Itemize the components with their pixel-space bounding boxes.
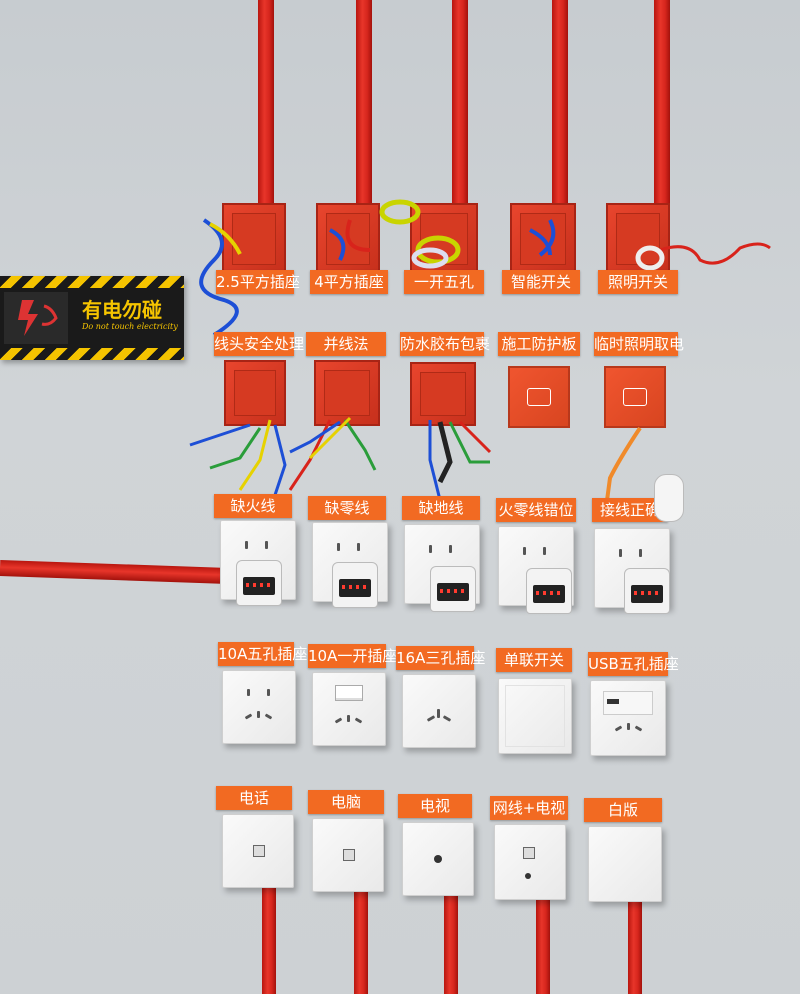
conduit-bottom-4 <box>536 895 550 994</box>
label-single-switch: 单联开关 <box>496 648 572 672</box>
socket-10a-five <box>222 670 296 744</box>
conduit-4 <box>552 0 568 205</box>
label-no-ground: 缺地线 <box>402 496 480 520</box>
conduit-2 <box>356 0 372 205</box>
label-no-live: 缺火线 <box>214 494 292 518</box>
blank-plate <box>588 826 662 902</box>
label-one-switch-five: 一开五孔 <box>404 270 484 294</box>
label-swapped: 火零线错位 <box>496 498 576 522</box>
socket-10a-switch <box>312 672 386 746</box>
label-4-socket: 4平方插座 <box>310 270 388 294</box>
junction-box-6 <box>224 360 286 426</box>
socket-16a-three <box>402 674 476 748</box>
label-no-neutral: 缺零线 <box>308 496 386 520</box>
protection-cover-1 <box>508 366 570 428</box>
conduit-1 <box>258 0 274 205</box>
label-10a-five: 10A五孔插座 <box>218 642 307 666</box>
electric-hazard-icon <box>4 292 68 344</box>
label-wire-end: 线头安全处理 <box>214 332 304 356</box>
label-25-socket: 2.5平方插座 <box>216 270 300 294</box>
socket-tester-1 <box>236 560 282 606</box>
label-network-tv: 网线+电视 <box>490 796 568 820</box>
phone-plate <box>222 814 294 888</box>
network-tv-plate <box>494 824 566 900</box>
label-16a-three: 16A三孔插座 <box>396 646 485 670</box>
conduit-bottom-2 <box>354 885 368 994</box>
label-tv: 电视 <box>398 794 472 818</box>
tv-plate <box>402 822 474 896</box>
label-phone: 电话 <box>216 786 292 810</box>
label-protection-board: 施工防护板 <box>498 332 580 356</box>
conduit-bottom-3 <box>444 892 458 994</box>
label-smart-switch: 智能开关 <box>502 270 580 294</box>
computer-plate <box>312 818 384 892</box>
warning-title: 有电勿碰 <box>82 298 162 322</box>
label-temp-lighting: 临时照明取电 <box>594 332 684 356</box>
socket-usb-five <box>590 680 666 756</box>
conduit-bottom-1 <box>262 885 276 994</box>
label-light-switch: 照明开关 <box>598 270 678 294</box>
conduit-5 <box>654 0 670 205</box>
junction-box-1 <box>222 203 286 275</box>
label-10a-switch: 10A一开插座 <box>308 644 397 668</box>
conduit-left <box>0 560 226 584</box>
label-waterproof-tape: 防水胶布包裹 <box>400 332 490 356</box>
single-switch-plate <box>498 678 572 754</box>
socket-tester-3 <box>430 566 476 612</box>
row1-wires <box>199 199 771 337</box>
inline-switch <box>654 474 684 522</box>
label-usb-five: USB五孔插座 <box>588 652 679 676</box>
junction-box-4 <box>510 203 576 275</box>
socket-tester-5 <box>624 568 670 614</box>
row2-wires <box>189 416 642 509</box>
socket-tester-4 <box>526 568 572 614</box>
label-computer: 电脑 <box>308 790 384 814</box>
protection-cover-2 <box>604 366 666 428</box>
label-parallel-wire: 并线法 <box>306 332 386 356</box>
conduit-bottom-5 <box>628 898 642 994</box>
conduit-3 <box>452 0 468 205</box>
warning-subtitle: Do not touch electricity <box>82 322 178 331</box>
warning-sign: 有电勿碰 Do not touch electricity <box>0 276 184 360</box>
socket-tester-2 <box>332 562 378 608</box>
label-blank: 白版 <box>584 798 662 822</box>
